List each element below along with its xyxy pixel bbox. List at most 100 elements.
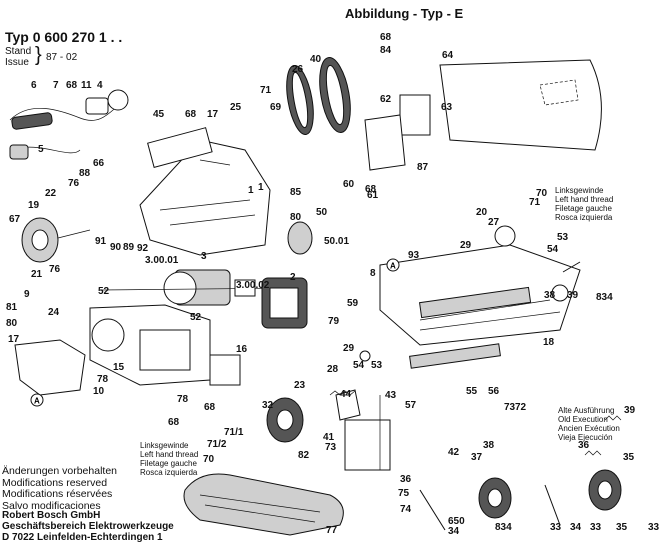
part-number-label: 82 [298,450,310,461]
part-number-label: 62 [380,94,392,105]
part-number-label: 17 [207,109,219,120]
part-number-label: 23 [294,380,306,391]
part-number-label: 21 [31,269,43,280]
part-number-label: 91 [95,236,107,247]
part-number-label: 29 [343,343,355,354]
axle-34-left [419,489,446,531]
part-number-label: 54 [353,360,365,371]
part-number-label: 42 [448,447,460,458]
bracket-61 [364,114,406,171]
part-number-label: 8 [370,268,376,279]
svg-text:A: A [34,397,40,406]
part-number-label: 81 [6,302,18,313]
spring-39 [604,415,622,421]
part-number-label: 35 [616,522,628,533]
part-number-label: 74 [400,504,412,515]
stand-value: 87 - 02 [46,52,78,63]
part-number-label: 25 [230,102,242,113]
part-number-label: 5 [38,144,44,155]
part-number-label: 71/1 [224,427,244,438]
part-number-label: 87 [417,162,429,173]
part-number-label: 68 [185,109,197,120]
part-number-label: 67 [9,214,21,225]
gear-27 [494,225,516,247]
tension-frame [335,389,391,471]
part-number-label: 20 [476,207,488,218]
part-number-label: 834 [495,522,512,533]
part-number-label: 60 [343,179,355,190]
part-number-label: 16 [236,344,248,355]
handle-housing [14,304,241,396]
part-number-label: 68 [168,417,180,428]
sanding-belt [183,473,344,536]
part-number-label: 15 [113,362,125,373]
part-number-label: 93 [408,250,420,261]
power-cable [9,89,129,160]
part-number-label: 85 [290,187,302,198]
marker-a-1 [386,258,400,272]
part-number-label: 45 [153,109,165,120]
part-number-label: 22 [45,188,57,199]
part-number-label: 68 [365,184,377,195]
rollers [266,397,622,519]
bearing-53 [359,350,371,362]
part-number-label: 68 [380,32,392,43]
part-number-label: 59 [347,298,359,309]
part-number-label: 69 [270,102,282,113]
part-number-label: 40 [310,54,322,65]
part-number-label: 37 [471,452,483,463]
page-title: Abbildung - Typ - E [345,6,464,21]
part-number-label: 50 [316,207,328,218]
part-number-label: 10 [93,386,105,397]
cover-62 [399,94,431,136]
type-number: Typ 0 600 270 1 . . [5,29,123,45]
part-number-label: 44 [340,389,352,400]
part-number-label: 41 [323,432,335,443]
part-number-label: 70 [536,188,548,199]
part-number-label: 18 [543,337,555,348]
part-number-label: 68 [66,80,78,91]
part-number-label: 36 [578,440,590,451]
part-number-label: 33 [648,522,660,533]
part-number-label: 3.00.01 [145,255,179,266]
part-number-label: 35 [623,452,635,463]
part-number-label: 19 [28,200,40,211]
part-number-label: 38 [544,290,556,301]
part-number-label: 43 [385,390,397,401]
part-number-label: 80 [290,212,302,223]
part-number-label: 71 [260,85,272,96]
part-number-label: 80 [6,318,18,329]
part-number-label: 3.00.02 [236,280,270,291]
part-number-label: 52 [190,312,202,323]
part-number-label: 29 [460,240,472,251]
part-number-label: 53 [371,360,383,371]
part-number-label: 61 [367,190,379,201]
part-number-label: 11 [81,80,92,91]
part-number-label: 57 [405,400,417,411]
part-number-label: 72 [515,402,527,413]
part-number-label: 6 [31,80,37,91]
part-number-label: 89 [123,242,135,253]
part-number-label: 24 [48,307,60,318]
part-number-label: 33 [590,522,602,533]
part-number-label: 36 [400,474,412,485]
spring-36 [584,450,602,456]
part-number-label: 92 [137,243,149,254]
field-coil [261,277,308,329]
part-number-label: 90 [110,242,122,253]
part-number-label: 73 [325,442,337,453]
part-number-label: 54 [547,244,559,255]
svg-text:A: A [390,262,396,271]
part-number-label: 78 [97,374,109,385]
part-number-label: 55 [466,386,478,397]
part-number-label: 73 [504,402,516,413]
platen [409,343,501,369]
part-number-label: 71/2 [207,439,227,450]
spring-44 [329,390,356,396]
